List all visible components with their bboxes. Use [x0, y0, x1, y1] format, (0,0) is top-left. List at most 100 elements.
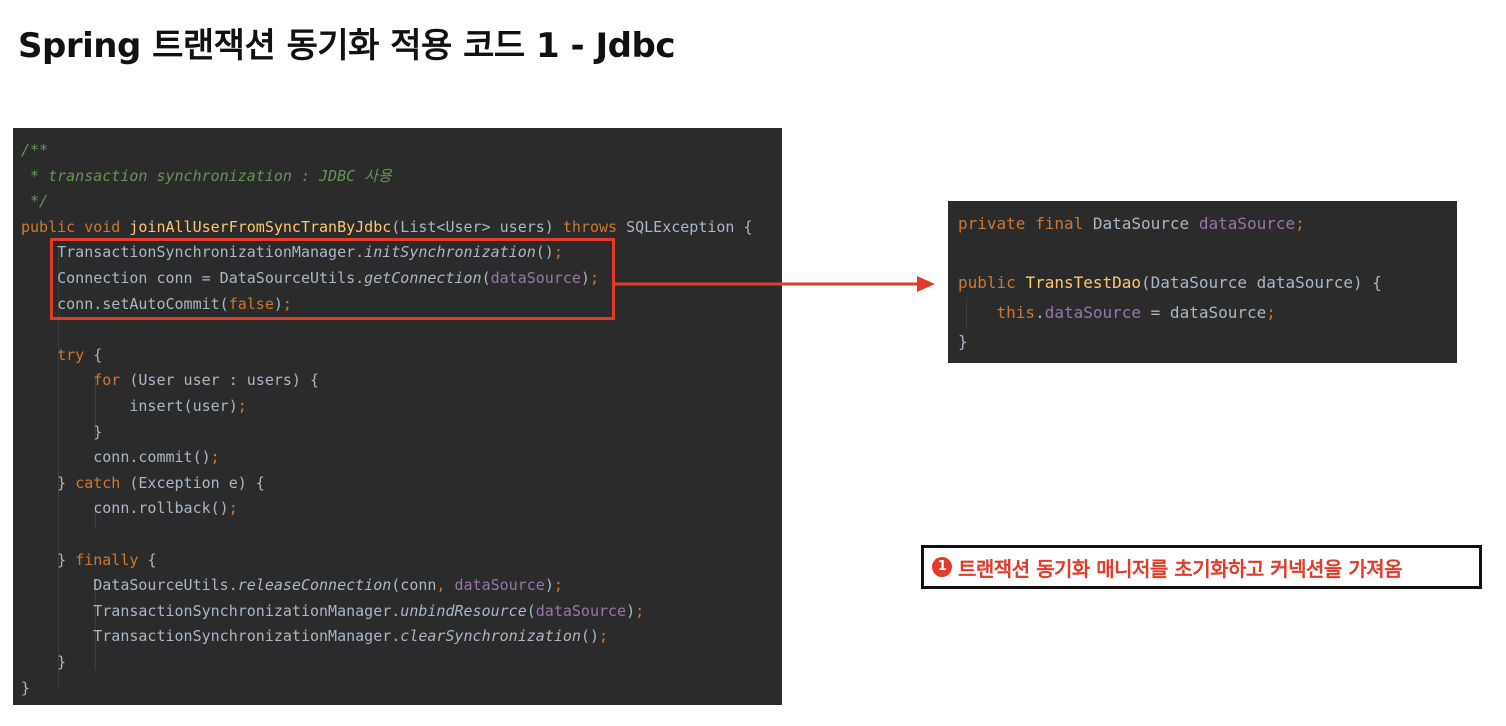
code-line: insert(user); — [21, 394, 247, 419]
code-line: TransactionSynchronizationManager.clearS… — [21, 624, 608, 649]
code-token: ; — [1295, 214, 1305, 233]
arrow-connector — [615, 276, 935, 292]
code-token: } — [21, 550, 76, 569]
code-token: clearSynchronization — [400, 627, 581, 646]
code-token: TransactionSynchronizationManager. — [21, 243, 365, 262]
indent-guide — [95, 580, 96, 670]
code-token: public void — [21, 217, 130, 236]
code-line: conn.commit(); — [21, 445, 220, 470]
code-token: ; — [598, 627, 609, 646]
code-token: } — [21, 678, 31, 697]
code-line: this.dataSource = dataSource; — [958, 298, 1276, 328]
code-line: } catch (Exception e) { — [21, 471, 265, 496]
code-token: * transaction synchronization : JDBC 사용 — [21, 166, 392, 185]
code-token: () — [535, 243, 554, 262]
code-token: ) — [273, 294, 283, 313]
code-line: for (User user : users) { — [21, 368, 319, 393]
number-badge-icon: 1 — [932, 557, 952, 577]
code-token: ; — [210, 448, 220, 467]
indent-guide — [95, 376, 96, 436]
code-token: joinAllUserFromSyncTranByJdbc — [129, 217, 392, 236]
code-line: TransactionSynchronizationManager.unbind… — [21, 599, 644, 624]
code-line: /** — [21, 138, 48, 163]
code-token: ; — [635, 601, 645, 620]
code-token: (Exception e) { — [129, 473, 265, 492]
code-token: throws — [562, 217, 627, 236]
code-line: public void joinAllUserFromSyncTranByJdb… — [21, 215, 753, 240]
code-token: for — [21, 371, 130, 390]
code-line: */ — [21, 189, 48, 214]
code-token: SQLException { — [626, 217, 753, 236]
code-token: Connection conn = DataSourceUtils. — [21, 269, 365, 287]
code-token: TransactionSynchronizationManager. — [21, 601, 401, 620]
code-token: ; — [1266, 302, 1276, 322]
highlight-box — [50, 238, 615, 320]
note-callout: 1 트랜잭션 동기화 매니저를 초기화하고 커넥션을 가져옴 — [921, 545, 1482, 589]
code-token: TransactionSynchronizationManager. — [21, 627, 401, 646]
code-token: ; — [282, 294, 292, 313]
side-code-panel: private final DataSource dataSource; publ… — [948, 201, 1457, 363]
code-token: getConnection — [364, 269, 482, 287]
code-token: /** — [21, 141, 49, 159]
code-line: public TransTestDao(DataSource dataSourc… — [958, 268, 1382, 298]
code-token: ; — [553, 576, 563, 595]
code-token: ; — [228, 499, 238, 518]
code-token: ) — [626, 601, 636, 620]
code-token: finally — [75, 550, 148, 569]
code-token: . — [1035, 302, 1045, 322]
main-code-panel: /** * transaction synchronization : JDBC… — [13, 128, 782, 705]
code-token: ; — [589, 269, 599, 287]
code-token: , — [436, 576, 455, 595]
code-token: (User user : users) { — [129, 371, 320, 390]
code-line: DataSourceUtils.releaseConnection(conn, … — [21, 573, 563, 598]
code-token: this — [958, 302, 1036, 322]
code-token: } — [21, 653, 67, 671]
indent-guide — [95, 504, 96, 529]
code-token: */ — [21, 192, 49, 211]
code-token: { — [93, 345, 103, 364]
code-token: initSynchronization — [364, 243, 536, 262]
code-token: DataSourceUtils. — [21, 576, 238, 595]
code-token: dataSource — [454, 576, 545, 595]
code-line: conn.setAutoCommit(false); — [21, 292, 292, 317]
code-token: dataSource — [1044, 302, 1142, 322]
code-line: TransactionSynchronizationManager.initSy… — [21, 240, 563, 265]
code-token: try — [21, 345, 94, 364]
code-token: dataSource — [490, 269, 581, 287]
arrow-head-icon — [917, 276, 935, 292]
code-token: insert(user) — [21, 397, 238, 415]
indent-guide — [58, 248, 59, 688]
code-line: } — [21, 650, 66, 675]
code-token: { — [147, 550, 157, 569]
code-token: private final — [958, 214, 1093, 233]
code-token: ; — [553, 243, 563, 262]
code-token: DataSource — [1092, 214, 1199, 233]
code-token: ) — [580, 269, 590, 287]
code-token: (conn — [391, 576, 437, 595]
code-token: TransTestDao — [1025, 273, 1142, 292]
code-line: conn.rollback(); — [21, 496, 238, 521]
code-token: conn.rollback() — [21, 499, 229, 518]
code-line: } — [21, 420, 102, 445]
code-token: ( — [526, 601, 536, 620]
code-token: = dataSource — [1141, 302, 1267, 322]
page-title: Spring 트랜잭션 동기화 적용 코드 1 - Jdbc — [18, 26, 675, 66]
code-line: } — [21, 676, 30, 701]
code-line: } finally { — [21, 548, 156, 573]
code-token: unbindResource — [400, 601, 527, 620]
code-token: () — [580, 627, 599, 646]
code-token: (DataSource dataSource) { — [1141, 273, 1382, 292]
code-token: dataSource — [535, 601, 627, 620]
code-token: ( — [481, 269, 491, 287]
indent-guide — [966, 298, 967, 328]
note-text: 트랜잭션 동기화 매니저를 초기화하고 커넥션을 가져옴 — [958, 556, 1403, 581]
code-line: private final DataSource dataSource; — [958, 209, 1305, 239]
code-line: Connection conn = DataSourceUtils.getCon… — [21, 266, 599, 291]
code-token: } — [21, 422, 103, 441]
code-token: (List<User> users) — [391, 217, 563, 236]
code-token: conn.setAutoCommit( — [21, 294, 229, 313]
code-token: ) — [544, 576, 554, 595]
code-token: public — [958, 273, 1026, 292]
code-token: ; — [237, 397, 247, 415]
code-line: } — [958, 327, 968, 357]
